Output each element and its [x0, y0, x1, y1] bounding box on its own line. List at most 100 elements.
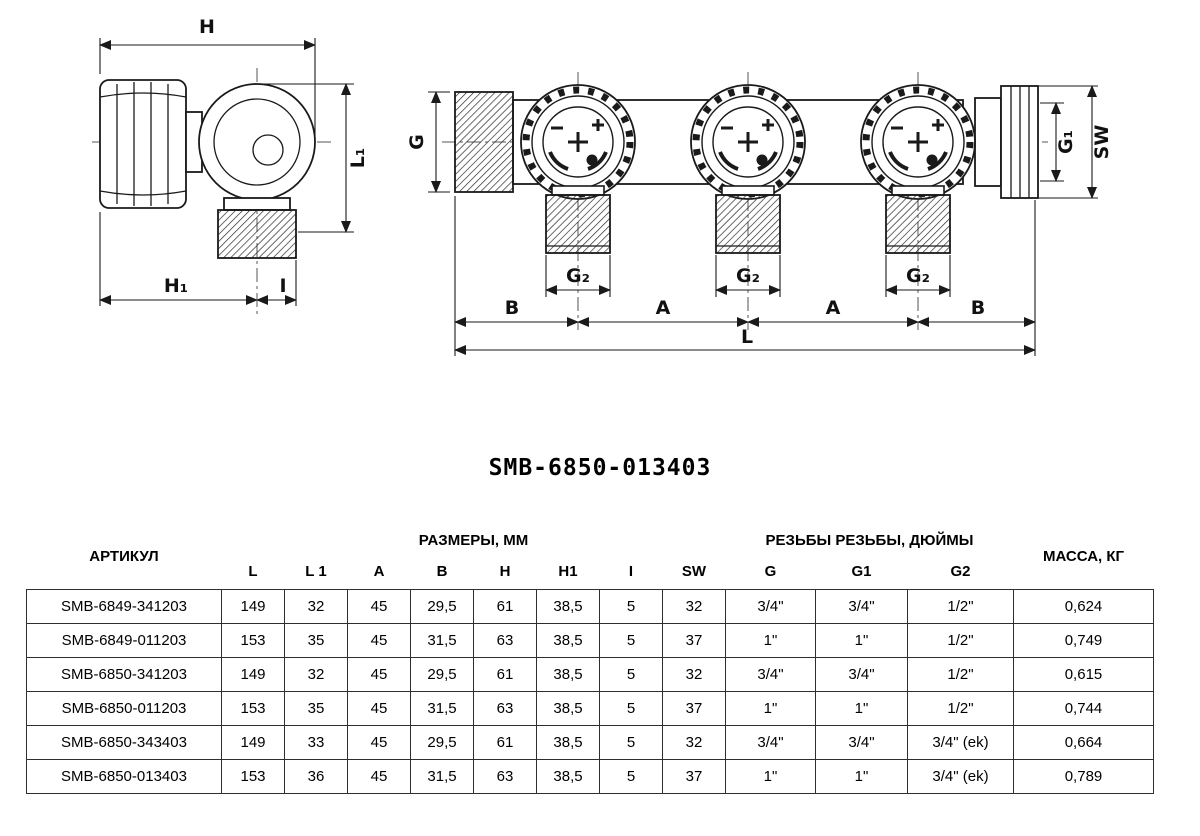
spec-table: АРТИКУЛ РАЗМЕРЫ, ММ РЕЗЬБЫ РЕЗЬБЫ, ДЮЙМЫ…: [26, 527, 1154, 794]
column-header: G2: [950, 563, 971, 580]
value-cell: 37: [662, 623, 726, 658]
value-cell: 1": [725, 623, 816, 658]
left-view-dimensions: H L₁ H₁ I: [99, 16, 369, 306]
value-cell: 61: [473, 589, 537, 624]
value-cell: 149: [221, 589, 285, 624]
value-cell: 5: [599, 759, 663, 794]
value-cell: 32: [284, 657, 348, 692]
value-cell: 3/4" (ek): [907, 725, 1014, 760]
value-cell: 149: [221, 725, 285, 760]
dim-label-g2: G₂: [736, 265, 760, 287]
value-cell: 63: [473, 759, 537, 794]
column-header: H: [499, 563, 511, 580]
value-cell: 45: [347, 589, 411, 624]
value-cell: 3/4": [815, 725, 908, 760]
outlet-union-nut: [974, 85, 1039, 199]
article-cell: SMB-6850-011203: [26, 691, 222, 726]
value-cell: 32: [662, 725, 726, 760]
header-article: АРТИКУЛ: [89, 547, 159, 565]
dim-label-h: H: [199, 16, 215, 38]
value-cell: 38,5: [536, 657, 600, 692]
value-cell: 31,5: [410, 691, 474, 726]
value-cell: 1/2": [907, 623, 1014, 658]
dim-label-b: B: [971, 297, 985, 319]
column-header: SW: [681, 563, 707, 580]
value-cell: 5: [599, 589, 663, 624]
value-cell: 153: [221, 759, 285, 794]
outlet-thread: [715, 185, 781, 254]
value-cell: 1": [725, 759, 816, 794]
column-header: H1: [558, 563, 578, 580]
value-cell: 38,5: [536, 691, 600, 726]
value-cell: 3/4": [725, 725, 816, 760]
dim-label-sw: SW: [1091, 125, 1113, 160]
value-cell: 61: [473, 725, 537, 760]
article-cell: SMB-6850-013403: [26, 759, 222, 794]
column-header: B: [436, 563, 448, 580]
value-cell: 36: [284, 759, 348, 794]
value-cell: 153: [221, 691, 285, 726]
value-cell: 29,5: [410, 589, 474, 624]
product-title: SMB-6850-013403: [488, 455, 712, 481]
value-cell: 3/4" (ek): [907, 759, 1014, 794]
value-cell: 29,5: [410, 725, 474, 760]
value-cell: 5: [599, 691, 663, 726]
dim-label-g2: G₂: [906, 265, 930, 287]
value-cell: 3/4": [815, 589, 908, 624]
spec-table-header: АРТИКУЛ РАЗМЕРЫ, ММ РЕЗЬБЫ РЕЗЬБЫ, ДЮЙМЫ…: [27, 527, 1154, 590]
article-cell: SMB-6849-011203: [26, 623, 222, 658]
value-cell: 0,624: [1013, 589, 1154, 624]
inlet-thread: [454, 91, 514, 193]
group-header-row: АРТИКУЛ РАЗМЕРЫ, ММ РЕЗЬБЫ РЕЗЬБЫ, ДЮЙМЫ…: [27, 527, 1154, 565]
valve-body-side: [198, 83, 316, 259]
right-view: G G₁ SW G₂ G₂: [406, 72, 1113, 356]
value-cell: 1/2": [907, 691, 1014, 726]
value-cell: 3/4": [725, 589, 816, 624]
column-header: L 1: [305, 563, 327, 580]
value-cell: 1": [815, 623, 908, 658]
value-cell: 31,5: [410, 759, 474, 794]
value-cell: 37: [662, 691, 726, 726]
handwheel-side: [99, 79, 187, 209]
value-cell: 63: [473, 691, 537, 726]
column-header: G1: [851, 563, 872, 580]
value-cell: 38,5: [536, 759, 600, 794]
outlet-thread: [545, 185, 611, 254]
dim-label-b: B: [505, 297, 519, 319]
value-cell: 3/4": [815, 657, 908, 692]
value-cell: 0,664: [1013, 725, 1154, 760]
valve-handwheel: [521, 85, 635, 199]
value-cell: 45: [347, 759, 411, 794]
column-header: A: [373, 563, 385, 580]
dim-label-g1: G₁: [1055, 130, 1077, 154]
value-cell: 45: [347, 691, 411, 726]
column-header: G: [764, 563, 777, 580]
value-cell: 38,5: [536, 725, 600, 760]
value-cell: 1/2": [907, 589, 1014, 624]
value-cell: 33: [284, 725, 348, 760]
value-cell: 45: [347, 725, 411, 760]
value-cell: 5: [599, 623, 663, 658]
value-cell: 31,5: [410, 623, 474, 658]
dim-label-i: I: [279, 275, 286, 297]
header-mass: МАССА, КГ: [1042, 547, 1125, 565]
dim-label-h1: H₁: [164, 275, 188, 297]
dim-label-a: A: [826, 297, 841, 319]
valve-handwheel: [691, 85, 805, 199]
dim-label-l: L: [741, 326, 753, 348]
header-threads: РЕЗЬБЫ РЕЗЬБЫ, ДЮЙМЫ: [765, 532, 974, 549]
column-header: I: [628, 563, 634, 580]
value-cell: 45: [347, 657, 411, 692]
right-view-dimensions: G G₁ SW G₂ G₂: [406, 85, 1113, 356]
valve-handwheel: [861, 85, 975, 199]
dim-label-a: A: [656, 297, 671, 319]
value-cell: 149: [221, 657, 285, 692]
value-cell: 153: [221, 623, 285, 658]
value-cell: 63: [473, 623, 537, 658]
article-cell: SMB-6850-341203: [26, 657, 222, 692]
